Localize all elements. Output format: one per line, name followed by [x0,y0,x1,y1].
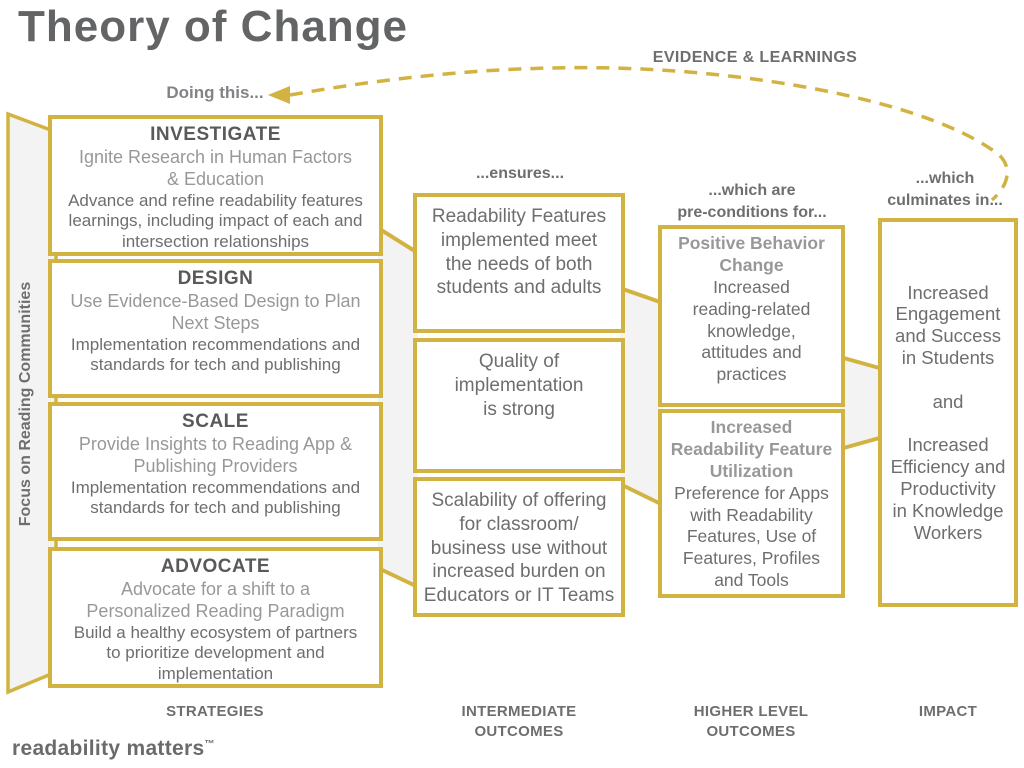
funnel-strategies-to-intermediate [378,228,418,587]
strategy-design-body: Implementation recommendations and stand… [70,334,361,375]
impact-text: Increased Engagement and Success in Stud… [890,281,1006,543]
doing-this-label: Doing this... [166,83,264,102]
funnel2-bottom-edge [619,482,664,507]
column-label-intermediate-outcomes: INTERMEDIATE OUTCOMES [461,703,577,741]
strategy-design-subtitle: Use Evidence-Based Design to Plan Next S… [70,290,361,333]
strategy-scale-body: Implementation recommendations and stand… [70,477,361,518]
culminates-label: ...which culminates in... [887,170,1003,209]
evidence-learnings-label: EVIDENCE & LEARNINGS [652,49,858,66]
higher-box-behavior-change: Positive Behavior Change Increased readi… [658,225,845,407]
focus-band-label: Focus on Reading Communities [17,281,34,527]
brand-trademark: ™ [204,739,215,750]
intermediate-box-readability-features: Readability Features implemented meet th… [413,193,625,333]
higher-behavior-body: Increased reading-related knowledge, att… [692,276,811,385]
strategy-investigate-subtitle: Ignite Research in Human Factors & Educa… [78,146,353,189]
ensures-label: ...ensures... [475,165,565,182]
intermediate-box-quality: Quality of implementation is strong [413,338,625,473]
strategy-advocate-subtitle: Advocate for a shift to a Personalized R… [86,578,345,621]
funnel-intermediate-to-higher [620,288,663,505]
strategy-box-advocate: ADVOCATE Advocate for a shift to a Perso… [48,547,383,688]
brand-logo-text: readability matters [12,737,205,760]
strategy-box-scale: SCALE Provide Insights to Reading App & … [48,402,383,541]
strategy-advocate-heading: ADVOCATE [160,556,271,577]
column-label-impact: IMPACT [918,703,978,720]
strategy-box-design: DESIGN Use Evidence-Based Design to Plan… [48,259,383,398]
funnel3-bottom-edge [839,435,884,451]
strategy-design-heading: DESIGN [177,268,254,289]
funnel1-bottom-edge [377,566,419,589]
higher-behavior-heading: Positive Behavior Change [678,233,825,275]
strategy-advocate-body: Build a healthy ecosystem of partners to… [73,622,358,684]
higher-utilization-body: Preference for Apps with Readability Fea… [674,482,829,591]
funnel2-top-edge [619,286,664,305]
funnel3-top-edge [839,355,884,371]
funnel1-top-edge [376,226,420,255]
preconditions-label: ...which are pre-conditions for... [677,182,827,221]
page-title: Theory of Change [18,2,409,51]
funnel-higher-to-impact [840,357,883,449]
strategy-investigate-body: Advance and refine readability features … [68,190,363,252]
strategy-scale-heading: SCALE [182,411,249,432]
strategy-investigate-heading: INVESTIGATE [150,124,281,145]
strategy-scale-subtitle: Provide Insights to Reading App & Publis… [78,433,353,476]
column-label-higher-level-outcomes: HIGHER LEVEL OUTCOMES [693,703,809,741]
brand-logo: readability matters™ [12,737,215,761]
intermediate-box-scalability: Scalability of offering for classroom/ b… [413,477,625,617]
higher-box-feature-utilization: Increased Readability Feature Utilizatio… [658,409,845,598]
feedback-arrow-curve [289,65,1009,202]
higher-utilization-heading: Increased Readability Feature Utilizatio… [670,417,833,481]
strategy-box-investigate: INVESTIGATE Ignite Research in Human Fac… [48,115,383,256]
feedback-arrowhead-icon [268,86,290,104]
column-label-strategies: STRATEGIES [166,703,264,720]
impact-box: Increased Engagement and Success in Stud… [878,218,1018,607]
